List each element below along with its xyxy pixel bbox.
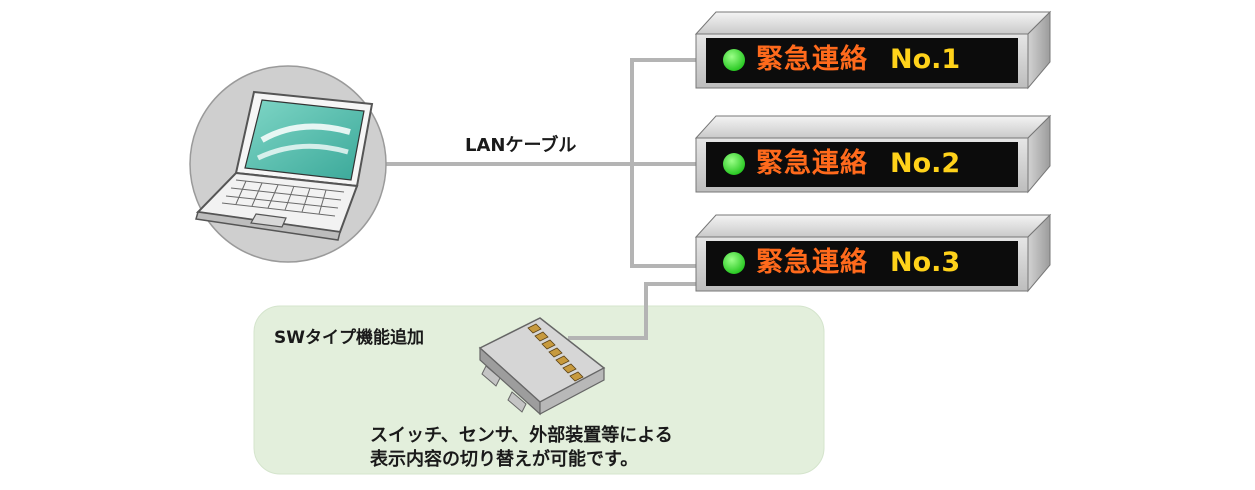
sign-1-message: 緊急連絡 [756, 44, 868, 75]
green-led-icon [723, 252, 745, 274]
display-sign-3 [694, 213, 1052, 293]
display-sign-1 [694, 10, 1052, 90]
sw-feature-title: SWタイプ機能追加 [274, 328, 424, 348]
switch-controller-icon [478, 317, 606, 416]
sign-2-message: 緊急連絡 [756, 148, 868, 179]
display-sign-2 [694, 114, 1052, 194]
sign-2-number: No.2 [890, 148, 961, 179]
sign-1-text: 緊急連絡 No.1 [756, 43, 960, 77]
sw-feature-description-line1: スイッチ、センサ、外部装置等による [370, 425, 673, 446]
sign-3-text: 緊急連絡 No.3 [756, 246, 960, 280]
sign-3-message: 緊急連絡 [756, 247, 868, 278]
green-led-icon [723, 49, 745, 71]
green-led-icon [723, 153, 745, 175]
sign-3-number: No.3 [890, 247, 961, 278]
sign-2-text: 緊急連絡 No.2 [756, 147, 960, 181]
sw-feature-description-line2: 表示内容の切り替えが可能です。 [370, 449, 639, 470]
sign-1-number: No.1 [890, 44, 961, 75]
lan-cable-lines [376, 58, 702, 340]
laptop-icon [189, 65, 387, 263]
lan-cable-label: LANケーブル [465, 135, 577, 156]
